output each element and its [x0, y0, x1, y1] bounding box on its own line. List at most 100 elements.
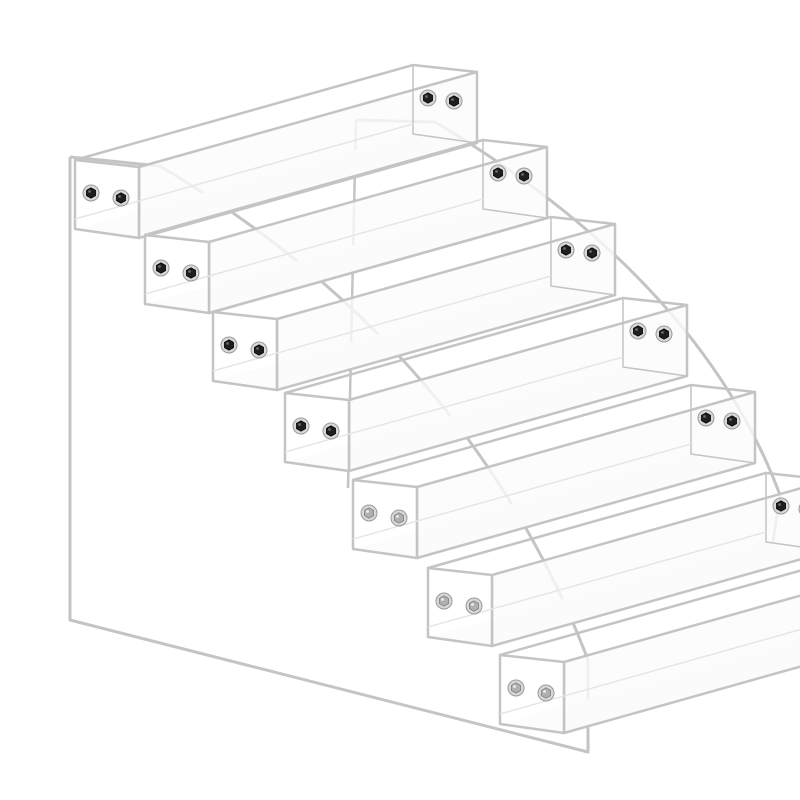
- tier-floor-line: [144, 198, 484, 295]
- bolt-highlight: [298, 423, 301, 426]
- bolt-highlight: [589, 250, 592, 253]
- black-bolt-icon: [82, 184, 100, 202]
- tier-6: [426, 471, 800, 648]
- bolt-highlight: [425, 95, 428, 98]
- black-bolt-icon: [182, 264, 200, 282]
- bolt-head: [394, 512, 404, 524]
- bolt-head: [186, 267, 196, 279]
- tier-front-end-cap: [143, 233, 211, 315]
- tier-front-end-cap: [283, 391, 351, 473]
- tier-back-end-cap: [690, 385, 756, 464]
- bolt-highlight: [158, 265, 161, 268]
- tier-1: [73, 63, 479, 240]
- bolt-head: [296, 420, 306, 432]
- tier-floor-line: [352, 443, 692, 540]
- bolt-head: [701, 412, 711, 424]
- bolt-head: [86, 187, 96, 199]
- black-bolt-icon: [557, 241, 575, 259]
- tier-back-end-cap: [482, 140, 548, 219]
- back-side-panel-curve: [355, 118, 782, 563]
- bolt-highlight: [635, 328, 638, 331]
- tier-back-end-cap: [550, 217, 616, 296]
- bolt-highlight: [256, 347, 259, 350]
- black-bolt-icon: [112, 189, 130, 207]
- tier-front-end-cap: [426, 566, 494, 648]
- bolt-highlight: [226, 342, 229, 345]
- bolt-head: [439, 595, 449, 607]
- bolt-head: [519, 170, 529, 182]
- bolt-head: [326, 425, 336, 437]
- tier-floor-line: [74, 123, 414, 220]
- bolt-highlight: [661, 331, 664, 334]
- black-bolt-icon: [772, 497, 790, 515]
- bolt-head: [493, 167, 503, 179]
- bolt-head: [561, 244, 571, 256]
- bolt-head: [469, 600, 479, 612]
- bolt-head: [541, 687, 551, 699]
- bolt-head: [659, 328, 669, 340]
- bolt-head: [587, 247, 597, 259]
- black-bolt-icon: [515, 167, 533, 185]
- tier-floor-line: [212, 275, 552, 372]
- tier-floor-line: [427, 531, 767, 628]
- black-bolt-icon: [723, 412, 741, 430]
- black-bolt-icon: [445, 92, 463, 110]
- tier-front-end-cap: [351, 478, 419, 560]
- bolt-head: [511, 682, 521, 694]
- tier-rear-edge: [499, 569, 800, 657]
- black-bolt-icon: [629, 322, 647, 340]
- bolt-head: [364, 507, 374, 519]
- bolt-highlight: [188, 270, 191, 273]
- bolt-head: [254, 344, 264, 356]
- bolt-head: [224, 339, 234, 351]
- silver-bolt-icon: [360, 504, 378, 522]
- tier-back-end-cap: [412, 65, 478, 144]
- black-bolt-icon: [697, 409, 715, 427]
- black-bolt-icon: [655, 325, 673, 343]
- tier-back-end-cap: [622, 298, 688, 377]
- silver-bolt-icon: [507, 679, 525, 697]
- bolt-highlight: [778, 503, 781, 506]
- tier-front-end-cap: [498, 653, 566, 735]
- black-bolt-icon: [419, 89, 437, 107]
- black-bolt-icon: [583, 244, 601, 262]
- tier-5: [351, 383, 757, 560]
- bolt-highlight: [451, 98, 454, 101]
- bolt-highlight: [521, 173, 524, 176]
- tier-2: [143, 138, 549, 315]
- black-bolt-icon: [250, 341, 268, 359]
- silver-bolt-icon: [435, 592, 453, 610]
- bolt-head: [156, 262, 166, 274]
- tier-7: [498, 569, 800, 735]
- silver-bolt-icon: [537, 684, 555, 702]
- silver-bolt-icon: [465, 597, 483, 615]
- black-bolt-icon: [220, 336, 238, 354]
- bolt-highlight: [366, 510, 369, 513]
- silver-bolt-icon: [390, 509, 408, 527]
- tier-floor-line: [284, 356, 624, 453]
- bolt-highlight: [543, 690, 546, 693]
- bolt-highlight: [729, 418, 732, 421]
- bolt-highlight: [703, 415, 706, 418]
- tier-3: [211, 215, 617, 392]
- bolt-highlight: [441, 598, 444, 601]
- bolt-highlight: [563, 247, 566, 250]
- bolt-highlight: [513, 685, 516, 688]
- tier-front-end-cap: [73, 158, 141, 240]
- bolt-head: [727, 415, 737, 427]
- black-bolt-icon: [292, 417, 310, 435]
- bolt-head: [633, 325, 643, 337]
- bolt-highlight: [328, 428, 331, 431]
- bolt-highlight: [471, 603, 474, 606]
- tier-back-end-cap: [765, 473, 800, 548]
- tier-front-end-cap: [211, 310, 279, 392]
- bolt-head: [449, 95, 459, 107]
- tier-floor-line: [499, 628, 800, 715]
- bolt-head: [116, 192, 126, 204]
- black-bolt-icon: [322, 422, 340, 440]
- bolt-head: [423, 92, 433, 104]
- black-bolt-icon: [489, 164, 507, 182]
- bolt-highlight: [396, 515, 399, 518]
